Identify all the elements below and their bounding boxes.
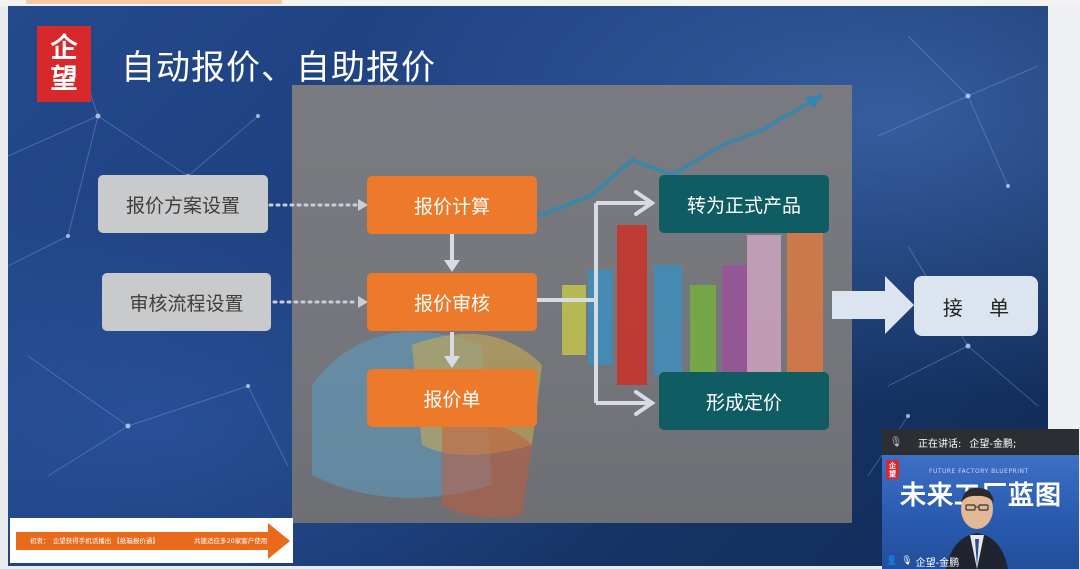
banner-left-text: 初衷： 企望获得手机话播出 【纸箱报价通】 <box>30 537 159 545</box>
banner-bar <box>16 532 268 550</box>
logo-char-1: 企 <box>50 33 78 64</box>
browser-top-strip <box>0 0 1080 6</box>
presentation-slide: 企 望 自动报价、自助报价 <box>8 6 1048 566</box>
speaker-header: 🎙 正在讲话: 企望-金鹏; <box>882 429 1079 455</box>
presenter-figure <box>946 487 1008 569</box>
feed-logo-char-1: 企 <box>889 461 896 470</box>
participant-label: 👤 🎙 企望-金鹏 <box>882 553 1079 569</box>
company-logo: 企 望 <box>37 26 91 102</box>
quote-sheet-box: 报价单 <box>367 369 537 427</box>
feed-logo-char-2: 望 <box>889 469 896 478</box>
form-pricing-box: 形成定价 <box>659 372 829 430</box>
network-background-decoration <box>8 25 1039 477</box>
participant-name: 企望-金鹏 <box>915 557 960 569</box>
logo-char-2: 望 <box>50 64 78 95</box>
dotted-arrowhead-2 <box>358 296 368 308</box>
quote-calculation-box: 报价计算 <box>367 176 537 234</box>
dotted-arrowhead-1 <box>358 199 368 211</box>
feed-subtitle: FUTURE FACTORY BLUEPRINT <box>929 468 1029 475</box>
right-panel-background <box>1048 6 1080 429</box>
flow-connectors <box>268 190 914 416</box>
bottom-banner: 初衷： 企望获得手机话播出 【纸箱报价通】 共建适应多20家客户使用 <box>10 518 293 563</box>
feed-logo: 企 望 <box>886 460 899 479</box>
convert-to-product-box: 转为正式产品 <box>659 175 829 233</box>
accept-order-box: 接 单 <box>914 276 1038 336</box>
branch-arrows <box>536 201 648 405</box>
speaker-name: 企望-金鹏; <box>969 438 1017 450</box>
speaker-video-panel[interactable]: 🎙 正在讲话: 企望-金鹏; 企 望 FUTURE FACTORY BLUEPR… <box>882 429 1079 569</box>
video-feed: 企 望 FUTURE FACTORY BLUEPRINT 未来工厂蓝图 👤 🎙 … <box>882 455 1079 569</box>
banner-arrow-tip <box>268 523 290 559</box>
quote-scheme-settings-box: 报价方案设置 <box>98 175 268 233</box>
participant-icon: 👤 <box>886 556 898 566</box>
participant-mic-icon: 🎙 <box>901 556 913 566</box>
microphone-icon: 🎙 <box>889 436 903 448</box>
banner-right-text: 共建适应多20家客户使用 <box>194 537 268 545</box>
big-right-arrow <box>832 276 914 334</box>
slide-title: 自动报价、自助报价 <box>121 48 436 88</box>
active-tab-indicator[interactable] <box>26 0 282 4</box>
quote-review-box: 报价审核 <box>367 273 537 331</box>
speaking-label: 正在讲话: <box>918 438 962 450</box>
approval-process-settings-box: 审核流程设置 <box>102 273 271 331</box>
